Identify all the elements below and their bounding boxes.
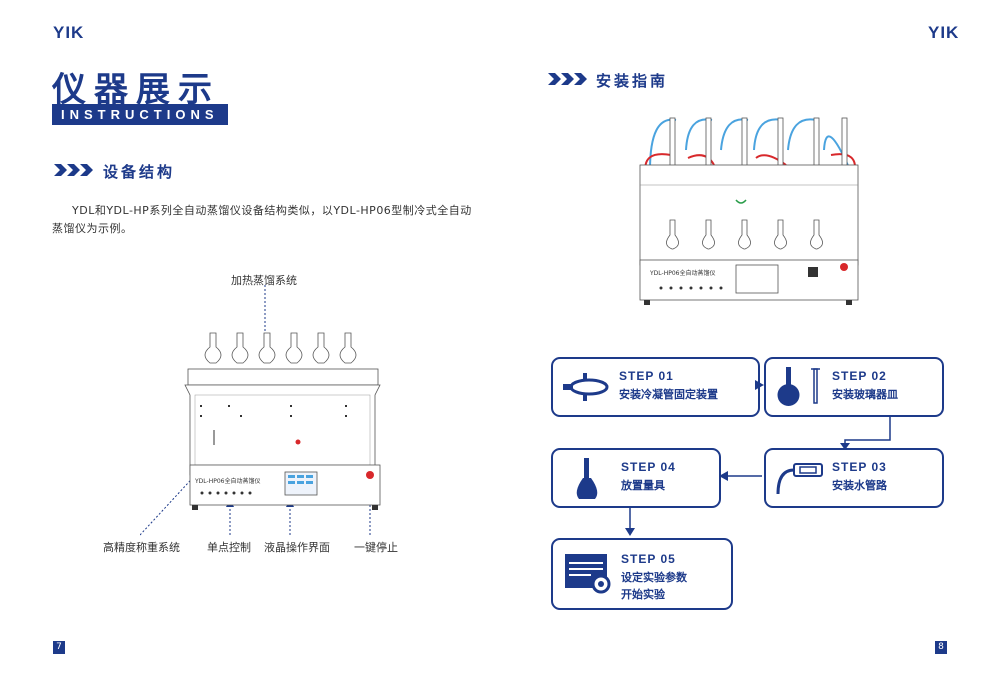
- step-05-number: STEP 05: [621, 552, 676, 566]
- step-03-text: 安装水管路: [832, 479, 887, 492]
- step-04-number: STEP 04: [621, 460, 676, 474]
- settings-screen-icon: [565, 554, 611, 594]
- svg-text:YDL-HP06全自动蒸馏仪: YDL-HP06全自动蒸馏仪: [649, 269, 715, 277]
- step-01-text: 安装冷凝管固定装置: [619, 388, 718, 401]
- step-card-02: STEP 02 安装玻璃器皿: [764, 357, 944, 417]
- device-illustration-left: YDL-HP06全自动蒸馏仪: [140, 285, 381, 536]
- callout-single-point: 单点控制: [207, 541, 251, 554]
- step-card-03: STEP 03 安装水管路: [764, 448, 944, 508]
- double-chevron-icon: [54, 162, 94, 182]
- page-number-right: 8: [935, 641, 947, 654]
- step-05-text-line1: 设定实验参数: [621, 571, 687, 584]
- page-subtitle: INSTRUCTIONS: [52, 104, 228, 125]
- callout-stop: 一键停止: [354, 541, 398, 554]
- device-illustration-right: YDL-HP06全自动蒸馏仪: [639, 117, 859, 305]
- intro-paragraph-line1: YDL和YDL-HP系列全自动蒸馏仪设备结构类似，以YDL-HP06型制冷式全自…: [72, 204, 472, 217]
- flow-arrows: [625, 380, 891, 536]
- callout-weighing: 高精度称重系统: [103, 541, 180, 554]
- water-pipe-icon: [776, 463, 823, 495]
- callout-heating-distillation: 加热蒸馏系统: [231, 274, 297, 287]
- step-04-text: 放置量具: [621, 479, 665, 492]
- step-01-number: STEP 01: [619, 369, 674, 383]
- brand-logo: YIK: [53, 23, 85, 42]
- glassware-icon: [777, 367, 820, 406]
- step-03-number: STEP 03: [832, 460, 887, 474]
- svg-text:YDL-HP06全自动蒸馏仪: YDL-HP06全自动蒸馏仪: [194, 477, 260, 485]
- step-02-number: STEP 02: [832, 369, 887, 383]
- step-card-01: STEP 01 安装冷凝管固定装置: [551, 357, 760, 417]
- page-number-left: 7: [53, 641, 65, 654]
- brand-logo-right: YIK: [928, 23, 960, 42]
- intro-paragraph-line2: 蒸馏仪为示例。: [52, 222, 133, 235]
- step-card-05: STEP 05 设定实验参数 开始实验: [551, 538, 733, 610]
- step-02-text: 安装玻璃器皿: [832, 388, 898, 401]
- flask-icon: [576, 458, 598, 499]
- callout-lcd: 液晶操作界面: [264, 541, 330, 554]
- step-05-text-line2: 开始实验: [621, 588, 665, 601]
- section-title-right: 安装指南: [596, 72, 669, 90]
- condenser-clamp-icon: [563, 373, 609, 401]
- page-title: 仪器展示: [52, 70, 220, 110]
- step-card-04: STEP 04 放置量具: [551, 448, 721, 508]
- double-chevron-icon: [548, 71, 588, 91]
- section-title: 设备结构: [103, 163, 176, 181]
